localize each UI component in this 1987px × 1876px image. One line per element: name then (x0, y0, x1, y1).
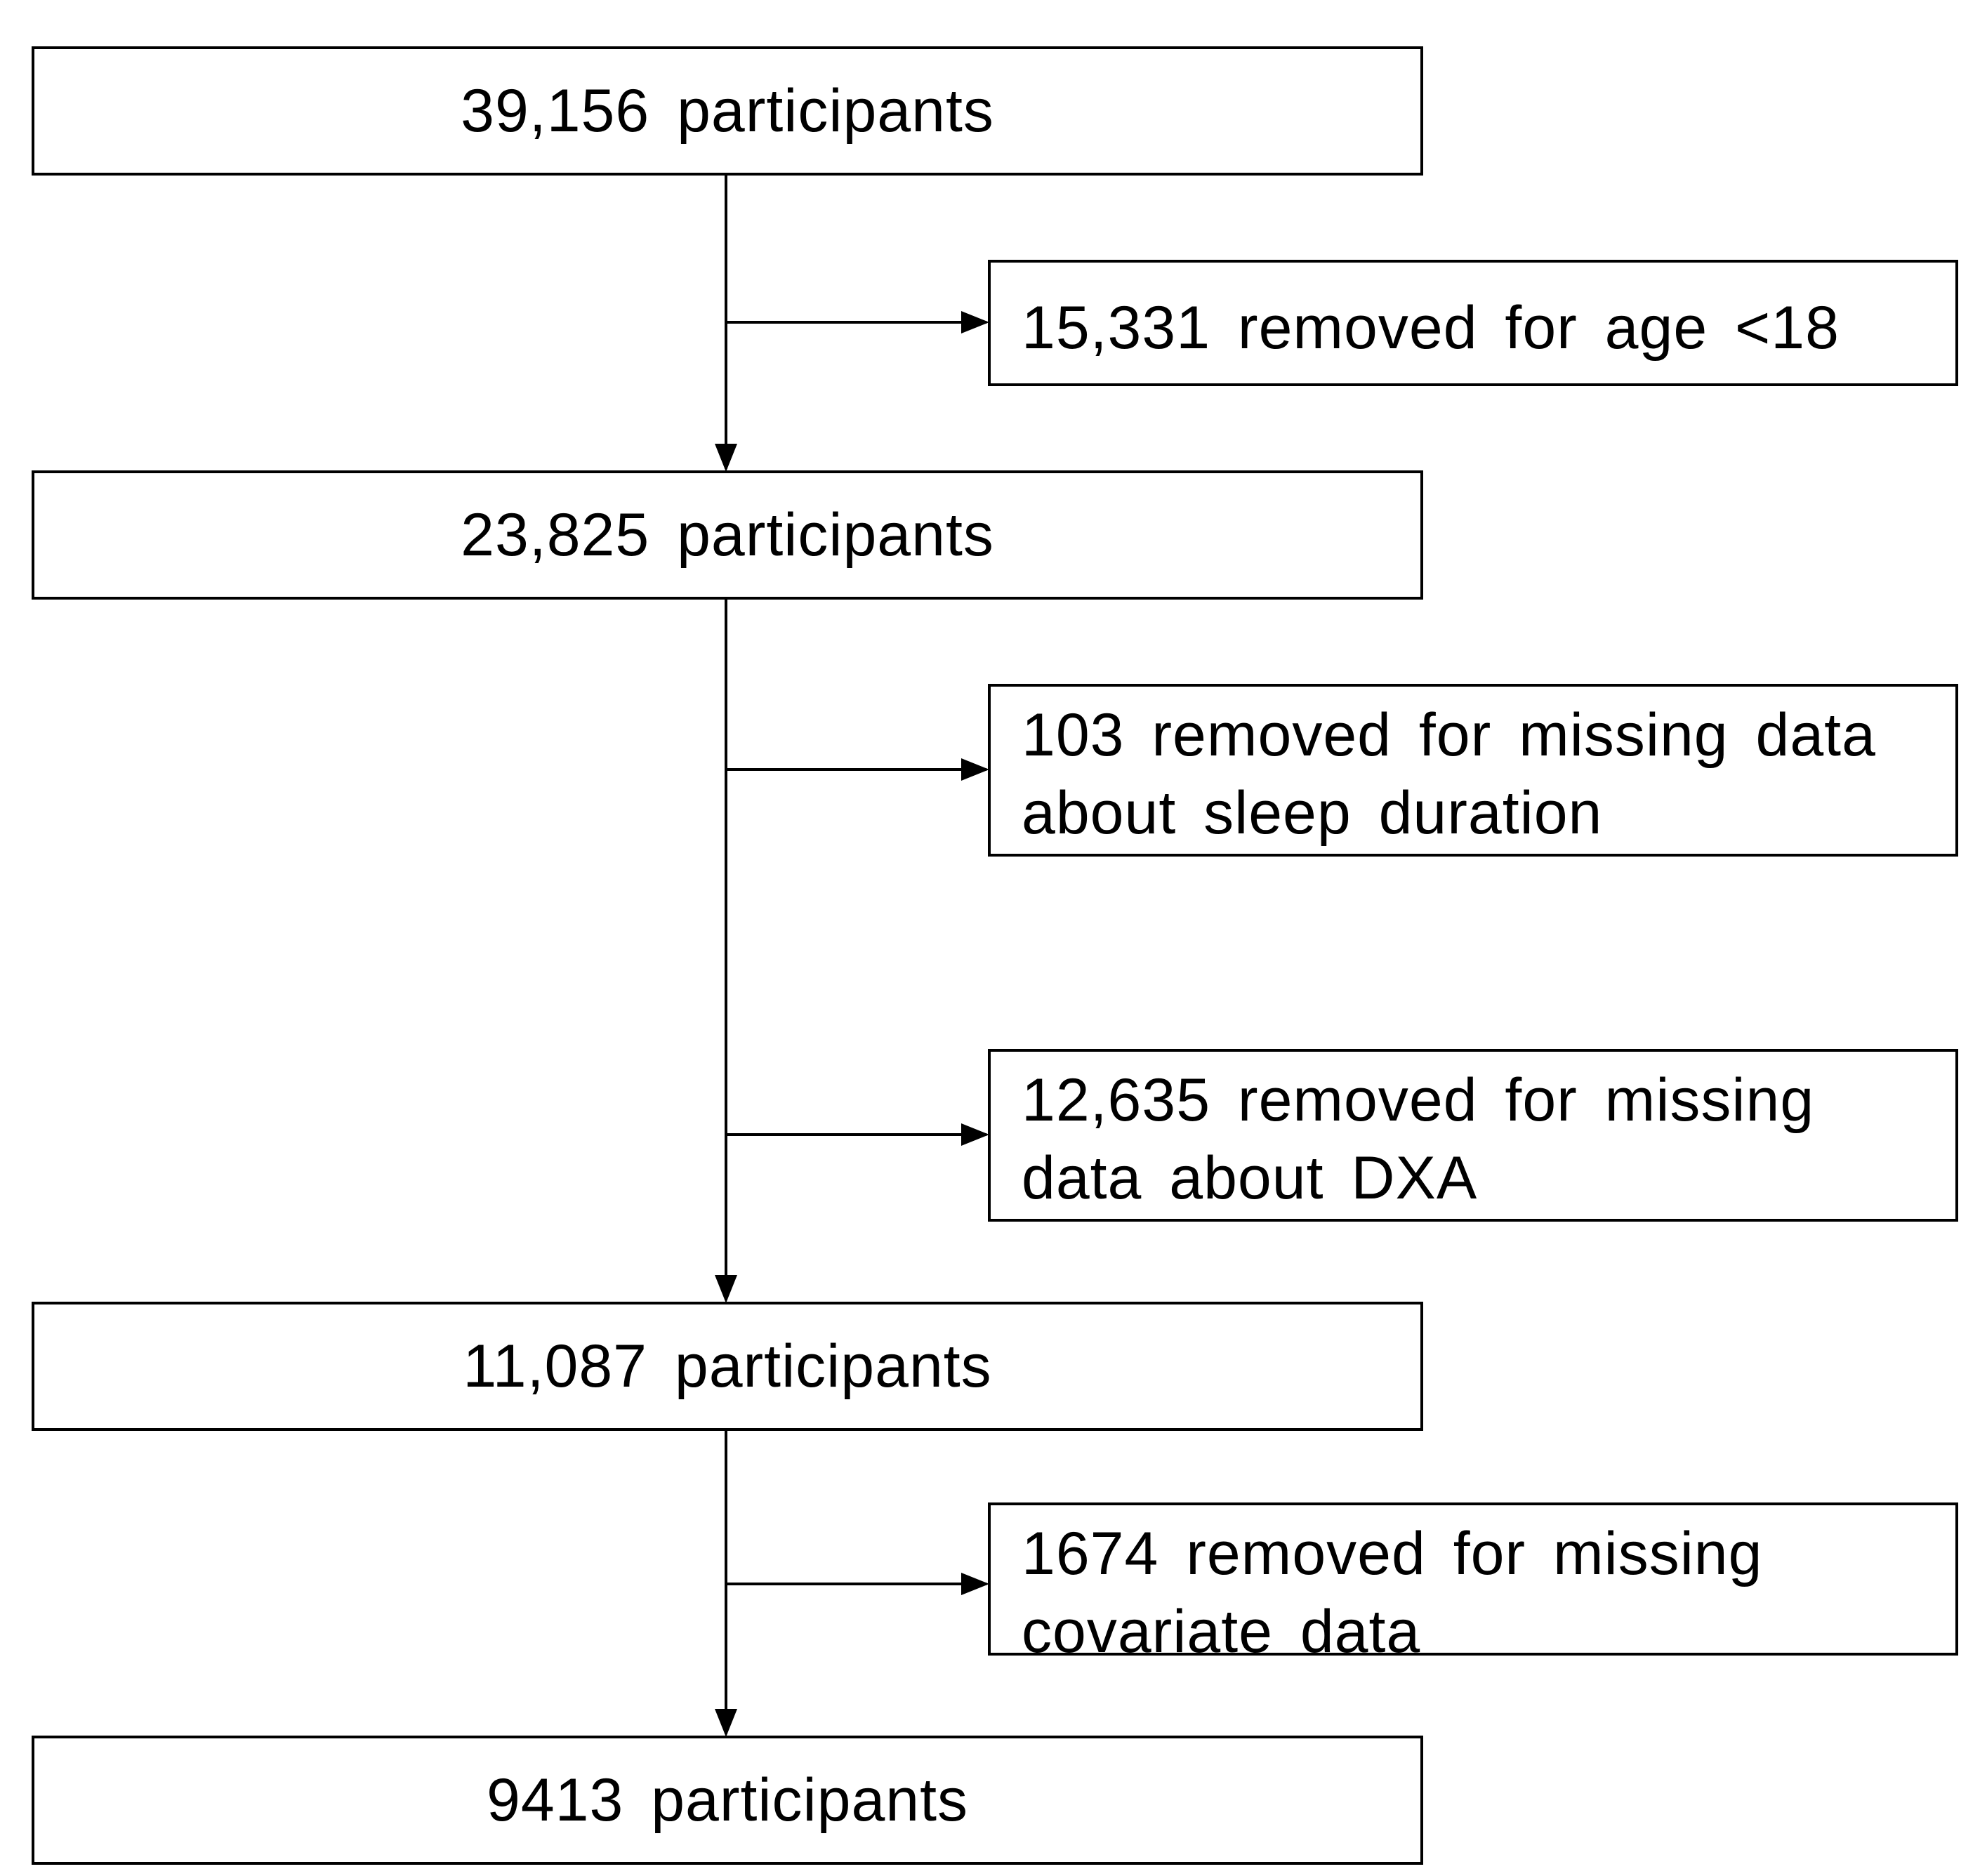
step-label: 9413 participants (487, 1766, 968, 1834)
step-box-with-sleep-and-dxa: 11,087 participants (32, 1302, 1423, 1431)
exclusion-line: data about DXA (1022, 1144, 1478, 1212)
exclusion-line: covariate data (1022, 1598, 1421, 1665)
exclusion-box-sleep-duration: 103 removed for missing data about sleep… (988, 684, 1958, 857)
exclusion-line: about sleep duration (1022, 779, 1603, 847)
exclusion-line: 103 removed for missing data (1022, 701, 1876, 769)
exclusion-line: 1674 removed for missing (1022, 1520, 1763, 1587)
exclusion-box-age: 15,331 removed for age <18 (988, 260, 1958, 386)
step-label: 11,087 participants (463, 1332, 992, 1400)
step-label: 39,156 participants (461, 77, 994, 145)
step-box-adults: 23,825 participants (32, 470, 1423, 600)
step-label: 23,825 participants (461, 501, 994, 569)
exclusion-line: 12,635 removed for missing (1022, 1066, 1815, 1134)
exclusion-line: 15,331 removed for age <18 (1022, 294, 1840, 362)
exclusion-box-covariates: 1674 removed for missing covariate data (988, 1502, 1958, 1665)
step-box-final-sample: 9413 participants (32, 1736, 1423, 1865)
step-box-initial: 39,156 participants (32, 46, 1423, 176)
exclusion-box-dxa: 12,635 removed for missing data about DX… (988, 1049, 1958, 1222)
